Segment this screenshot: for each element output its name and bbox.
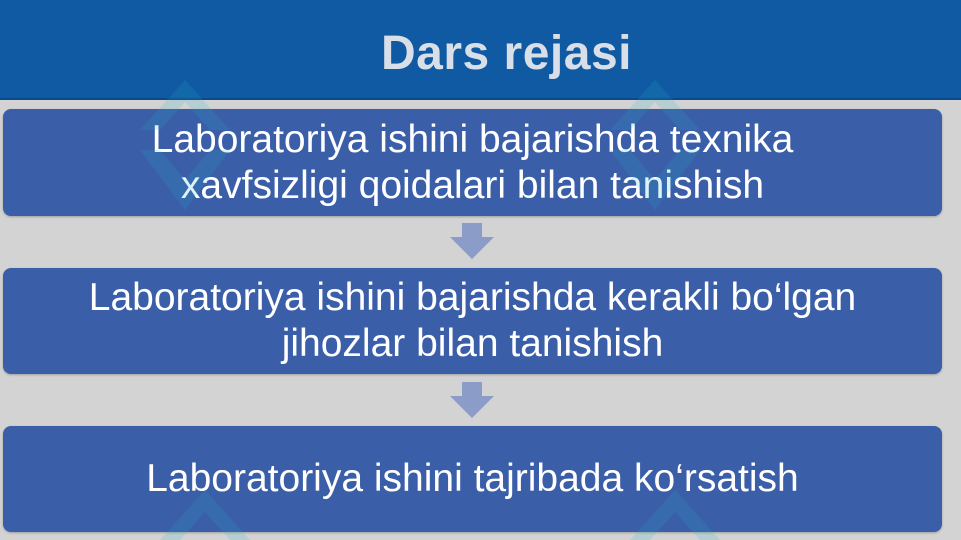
- step-box-2: Laboratoriya ishini bajarishda kerakli b…: [3, 268, 942, 374]
- down-arrow-icon: [450, 223, 494, 259]
- step-2-text: Laboratoriya ishini bajarishda kerakli b…: [88, 276, 857, 365]
- step-1-text: Laboratoriya ishini bajarishda texnika x…: [151, 117, 794, 207]
- step-3-text: Laboratoriya ishini tajribada ko‘rsatish: [146, 457, 799, 500]
- step-box-1: Laboratoriya ishini bajarishda texnika x…: [3, 109, 942, 216]
- title-banner: Dars rejasi: [0, 0, 961, 100]
- slide-title: Dars rejasi: [380, 27, 632, 80]
- step-box-3: Laboratoriya ishini tajribada ko‘rsatish: [3, 426, 942, 532]
- down-arrow-icon: [450, 382, 494, 418]
